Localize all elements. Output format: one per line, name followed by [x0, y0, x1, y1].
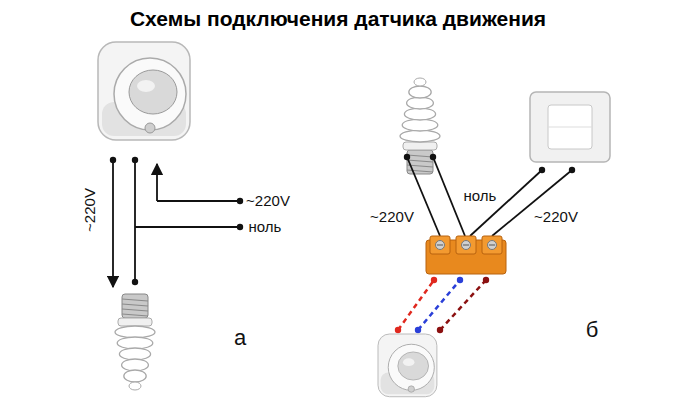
wire-dot [110, 157, 116, 163]
bulb-collar [118, 318, 152, 326]
bulb-spiral [400, 130, 440, 142]
sensor-lens [398, 352, 429, 380]
wire-dot [404, 154, 410, 160]
terminal-block [426, 236, 506, 274]
wire-label: ~220V [368, 209, 416, 226]
bulb-spiral [407, 97, 434, 109]
terminal-cell [482, 236, 502, 254]
wire-dot [457, 277, 463, 283]
wire-dot [437, 327, 443, 333]
cfl-bulb [115, 294, 155, 390]
lamp-neutral-wire [433, 157, 465, 236]
wire-label: ~220V [244, 193, 292, 210]
phase-in-wire [156, 164, 158, 201]
bulb-thread [122, 304, 148, 306]
screw-slot [437, 245, 443, 246]
terminal-screw [436, 241, 445, 250]
terminal-screw [488, 241, 497, 250]
switch-phase-wire [492, 170, 572, 236]
wire-dot [431, 277, 437, 283]
wire-dot [539, 167, 545, 173]
sensor-wire [398, 280, 434, 330]
wire-dot [132, 279, 138, 285]
terminal-body [426, 240, 506, 274]
switch-rocker [548, 105, 592, 149]
screw-slot [463, 245, 469, 246]
motion-sensor [98, 42, 190, 140]
bulb-thread [407, 160, 433, 162]
wire-dot [569, 167, 575, 173]
bulb-spiral [115, 326, 155, 338]
bulb-spiral [402, 119, 438, 131]
wire-label: ноль [462, 188, 499, 205]
neutral-wire [135, 226, 238, 228]
bulb-tip [129, 382, 141, 390]
wire-label: ~220V [532, 209, 580, 226]
wire-dot [395, 327, 401, 333]
phase-out-wire [112, 160, 114, 287]
switch-rocker-edge [548, 127, 592, 128]
terminal-cell [430, 236, 450, 254]
bulb-spiral [124, 370, 146, 382]
scheme-letter: а [232, 326, 248, 350]
bulb-spiral [117, 337, 153, 349]
screw-slot [489, 245, 495, 246]
wire-label: ноль [247, 219, 284, 236]
bulb-socket [407, 150, 433, 174]
sensor-highlight [403, 358, 415, 366]
sensor-dome [114, 58, 186, 130]
bulb-spiral [409, 86, 431, 98]
bulb-spiral [119, 348, 150, 360]
sensor-highlight [137, 80, 155, 92]
wire-dot [415, 327, 421, 333]
sensor-knob [145, 123, 155, 133]
switch-frame [530, 92, 610, 162]
sensor-knob [408, 386, 414, 392]
bulb-thread [407, 170, 433, 172]
cfl-bulb [400, 78, 440, 174]
sensor-wire [440, 280, 486, 330]
terminal-cell [456, 236, 476, 254]
wire-dot [430, 154, 436, 160]
title: Схемы подключения датчика движения [130, 7, 546, 31]
bulb-tip [414, 78, 426, 86]
sensor-wire [418, 280, 460, 330]
bulb-spiral [122, 359, 149, 371]
bulb-collar [403, 142, 437, 150]
terminal-screw [462, 241, 471, 250]
wire-dot [483, 277, 489, 283]
sensor-lens [129, 70, 177, 114]
scheme-letter: б [584, 318, 601, 342]
bulb-thread [122, 314, 148, 316]
neutral-wire [134, 160, 136, 282]
wire-dot [237, 224, 243, 230]
motion-sensor [378, 334, 437, 397]
wire-dot [132, 157, 138, 163]
sensor-base [378, 334, 437, 397]
sensor-base [98, 42, 190, 140]
wire-dot [237, 198, 243, 204]
sensor-dome [388, 344, 434, 390]
bulb-thread [122, 299, 148, 301]
bulb-thread [122, 309, 148, 311]
bulb-thread [407, 155, 433, 157]
bulb-spiral [404, 108, 435, 120]
wire-label: ~220V [82, 186, 99, 234]
phase-in-wire [157, 200, 238, 202]
wall-switch [530, 92, 610, 162]
bulb-socket [122, 294, 148, 318]
